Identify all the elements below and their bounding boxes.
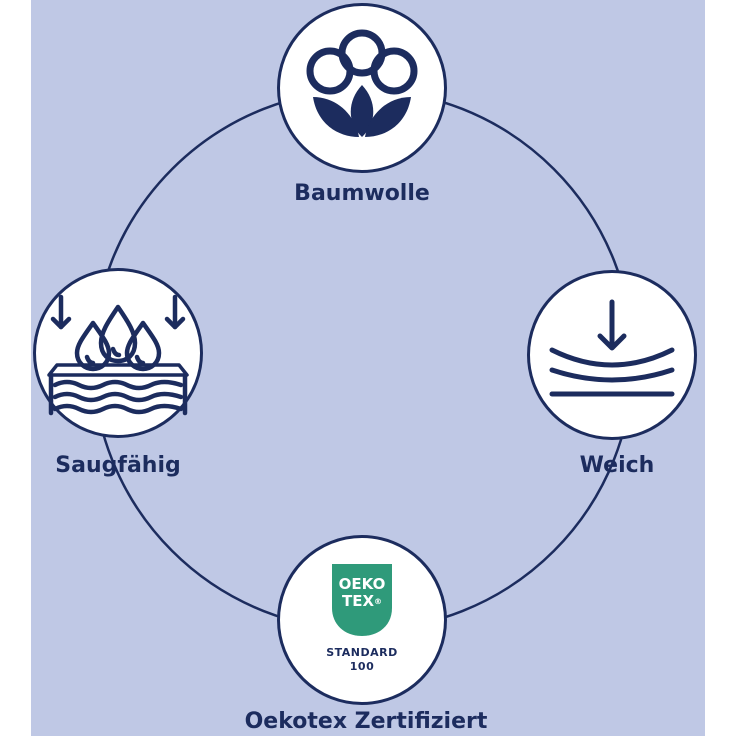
oeko-tex-logo (332, 564, 392, 636)
registered-mark: ® (374, 597, 383, 606)
oekotex-badge: OEKO TEX® STANDARD 100 (277, 535, 447, 705)
cotton-flower-icon (306, 29, 418, 137)
oeko-logo-line2: TEX (341, 592, 375, 610)
feature-label-oekotex: Oekotex Zertifiziert (244, 709, 488, 734)
absorbent-drops-icon (47, 294, 189, 416)
cotton-badge (277, 3, 447, 173)
absorbent-badge (33, 268, 203, 438)
soft-layers-icon (549, 299, 675, 397)
soft-badge (527, 270, 697, 440)
feature-label-absorbent: Saugfähig (55, 453, 181, 478)
oeko-standard-text: STANDARD (326, 646, 398, 659)
feature-label-soft: Weich (579, 453, 655, 478)
feature-label-cotton: Baumwolle (294, 181, 430, 206)
oeko-standard-number: 100 (349, 660, 375, 673)
oeko-logo-line1: OEKO (338, 575, 386, 593)
